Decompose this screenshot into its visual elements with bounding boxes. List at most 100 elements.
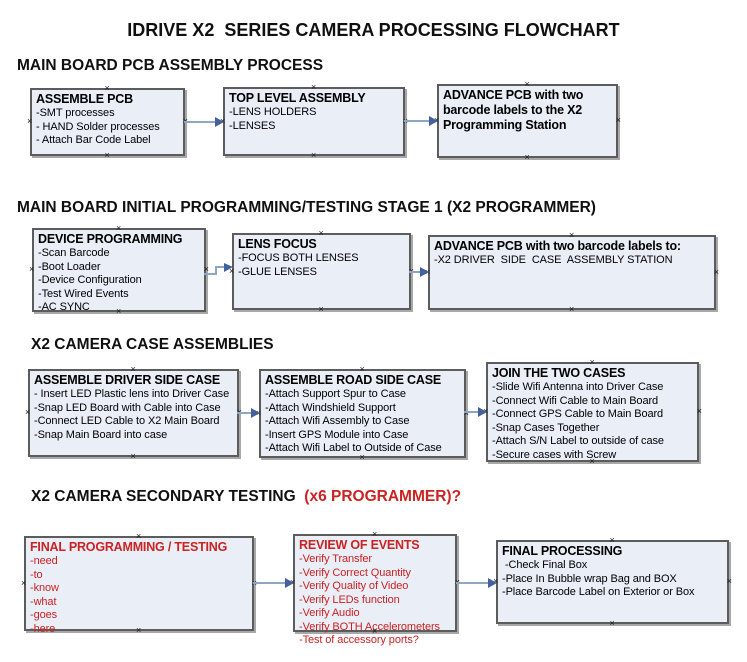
box-line: -GLUE LENSES — [238, 265, 317, 278]
connection-point-icon — [311, 83, 316, 92]
connection-point-icon — [136, 532, 141, 541]
connection-point-icon — [116, 307, 121, 316]
box-line: -Connect GPS Cable to Main Board — [492, 408, 664, 420]
flow-arrow-row2-a[interactable] — [204, 261, 234, 279]
box-line: -FOCUS BOTH LENSES — [238, 252, 359, 264]
flow-box-lens-focus[interactable]: LENS FOCUS -FOCUS BOTH LENSES-GLUE LENSE… — [232, 233, 411, 310]
connection-point-icon — [105, 84, 110, 93]
box-line: -Verify Audio — [299, 607, 360, 619]
flow-box-final-processing[interactable]: FINAL PROCESSING -Check Final Box-Place … — [496, 540, 729, 624]
box-lines: -Check Final Box-Place In Bubble wrap Ba… — [502, 559, 724, 600]
box-line: -Verify LEDs function — [299, 593, 400, 606]
flow-box-assemble-driver-side-case[interactable]: ASSEMBLE DRIVER SIDE CASE - Insert LED P… — [28, 369, 239, 457]
connection-point-icon — [590, 457, 595, 466]
box-line: -Attach Support Spur to Case — [265, 388, 406, 400]
box-line: -what — [30, 595, 57, 608]
section-heading-secondary-testing-red: (x6 PROGRAMMER)? — [300, 488, 462, 505]
box-lines: -Slide Wifi Antenna into Driver Case-Con… — [492, 381, 694, 462]
box-lines: -Scan Barcode-Boot Loader-Device Configu… — [38, 247, 201, 315]
box-line: -Connect Wifi Cable to Main Board — [492, 394, 659, 407]
box-line: -Test Wired Events — [38, 287, 129, 300]
flow-arrow-row4-a[interactable] — [252, 575, 295, 591]
box-title: FINAL PROCESSING — [502, 544, 623, 558]
box-line: -Test of accessory ports? — [299, 634, 419, 646]
box-line: -Verify Correct Quantity — [299, 566, 411, 579]
flow-box-review-of-events[interactable]: REVIEW OF EVENTS -Verify Transfer-Verify… — [293, 534, 457, 646]
box-title: FINAL PROGRAMMING / TESTING — [30, 540, 228, 554]
box-line: -Slide Wifi Antenna into Driver Case — [492, 381, 664, 393]
flow-arrow-row1-b[interactable] — [403, 113, 439, 129]
box-line: -Snap Cases Together — [492, 421, 600, 434]
connection-point-icon — [616, 116, 621, 125]
box-lines: -need-to-know-what-goes-here — [30, 555, 249, 636]
box-line: -Attach Wifi Label to Outside of Case — [265, 442, 442, 454]
box-line: - Attach Bar Code Label — [36, 134, 151, 146]
flow-box-top-level-assembly[interactable]: TOP LEVEL ASSEMBLY -LENS HOLDERS-LENSES — [223, 87, 405, 156]
box-line: - Insert LED Plastic lens into Driver Ca… — [34, 388, 230, 400]
connection-point-icon — [569, 305, 574, 314]
box-title: ADVANCE PCB with two barcode labels to t… — [443, 88, 584, 132]
connection-point-icon — [319, 229, 324, 238]
flow-arrow-row2-b[interactable] — [409, 264, 430, 280]
box-lines: -Verify Transfer-Verify Correct Quantity… — [299, 553, 452, 648]
box-line: -Verify Quality of Video — [299, 580, 409, 592]
flow-arrow-row3-b[interactable] — [464, 404, 488, 420]
connection-point-icon — [25, 408, 30, 417]
box-lines: -X2 DRIVER SIDE CASE ASSEMBLY STATION — [434, 254, 711, 268]
box-lines: -LENS HOLDERS-LENSES — [229, 106, 400, 133]
box-line: -here — [30, 622, 56, 635]
box-line: -LENS HOLDERS — [229, 106, 317, 118]
connection-point-icon — [131, 365, 136, 374]
section-heading-case-assemblies: X2 CAMERA CASE ASSEMBLIES — [31, 336, 274, 353]
box-line: -Boot Loader — [38, 260, 101, 273]
box-line: -Snap LED Board with Cable into Case — [34, 401, 221, 414]
box-title: JOIN THE TWO CASES — [492, 366, 626, 380]
box-title: ASSEMBLE PCB — [36, 92, 133, 106]
box-line: -AC SYNC — [38, 301, 90, 313]
connection-point-icon — [569, 231, 574, 240]
connection-point-icon — [105, 151, 110, 160]
section-heading-secondary-testing-main: X2 CAMERA SECONDARY TESTING — [31, 488, 300, 505]
connection-point-icon — [360, 365, 365, 374]
connection-point-icon — [29, 265, 34, 274]
flow-box-join-the-two-cases[interactable]: JOIN THE TWO CASES -Slide Wifi Antenna i… — [486, 362, 699, 462]
flow-arrow-row4-b[interactable] — [455, 575, 498, 591]
section-heading-pcb-assembly: MAIN BOARD PCB ASSEMBLY PROCESS — [17, 57, 324, 74]
box-title: ADVANCE PCB with two barcode labels to: — [434, 239, 681, 253]
box-lines: -SMT processes- HAND Solder processes- A… — [36, 107, 180, 148]
flowchart-title: IDRIVE X2 SERIES CAMERA PROCESSING FLOWC… — [127, 20, 620, 40]
connection-point-icon — [360, 453, 365, 462]
box-lines: -Attach Support Spur to Case-Attach Wind… — [265, 388, 461, 456]
connection-point-icon — [372, 530, 377, 539]
connection-point-icon — [116, 224, 121, 233]
flow-box-assemble-pcb[interactable]: ASSEMBLE PCB -SMT processes- HAND Solder… — [30, 88, 185, 156]
box-title: LENS FOCUS — [238, 237, 317, 251]
flow-box-device-programming[interactable]: DEVICE PROGRAMMING -Scan Barcode-Boot Lo… — [29, 228, 206, 315]
connection-point-icon — [610, 536, 615, 545]
box-title: DEVICE PROGRAMMING — [38, 232, 183, 246]
flow-arrow-row1-a[interactable] — [183, 114, 225, 130]
connection-point-icon — [136, 626, 141, 635]
flow-box-advance-pcb-driver-side[interactable]: ADVANCE PCB with two barcode labels to: … — [428, 235, 716, 310]
flow-arrow-row3-a[interactable] — [237, 405, 261, 421]
box-title: ASSEMBLE ROAD SIDE CASE — [265, 373, 441, 387]
connection-point-icon — [311, 151, 316, 160]
box-line: -Connect LED Cable to X2 Main Board — [34, 415, 220, 427]
box-line: - HAND Solder processes — [36, 120, 160, 133]
box-title: TOP LEVEL ASSEMBLY — [229, 91, 366, 105]
connection-point-icon — [131, 452, 136, 461]
box-line: -Place Barcode Label on Exterior or Box — [502, 586, 695, 598]
connection-point-icon — [714, 268, 719, 277]
flow-box-assemble-road-side-case[interactable]: ASSEMBLE ROAD SIDE CASE -Attach Support … — [259, 369, 466, 458]
connection-point-icon — [727, 577, 732, 586]
connection-point-icon — [590, 358, 595, 367]
flow-box-advance-pcb-programming-station[interactable]: ADVANCE PCB with two barcode labels to t… — [437, 84, 618, 158]
flow-box-final-programming-testing[interactable]: FINAL PROGRAMMING / TESTING -need-to-kno… — [24, 536, 254, 635]
connection-point-icon — [525, 153, 530, 162]
box-line: -Insert GPS Module into Case — [265, 428, 409, 441]
connection-point-icon — [610, 619, 615, 628]
box-line: -SMT processes — [36, 107, 115, 119]
box-line: -Device Configuration — [38, 274, 142, 286]
connection-point-icon — [372, 627, 377, 636]
